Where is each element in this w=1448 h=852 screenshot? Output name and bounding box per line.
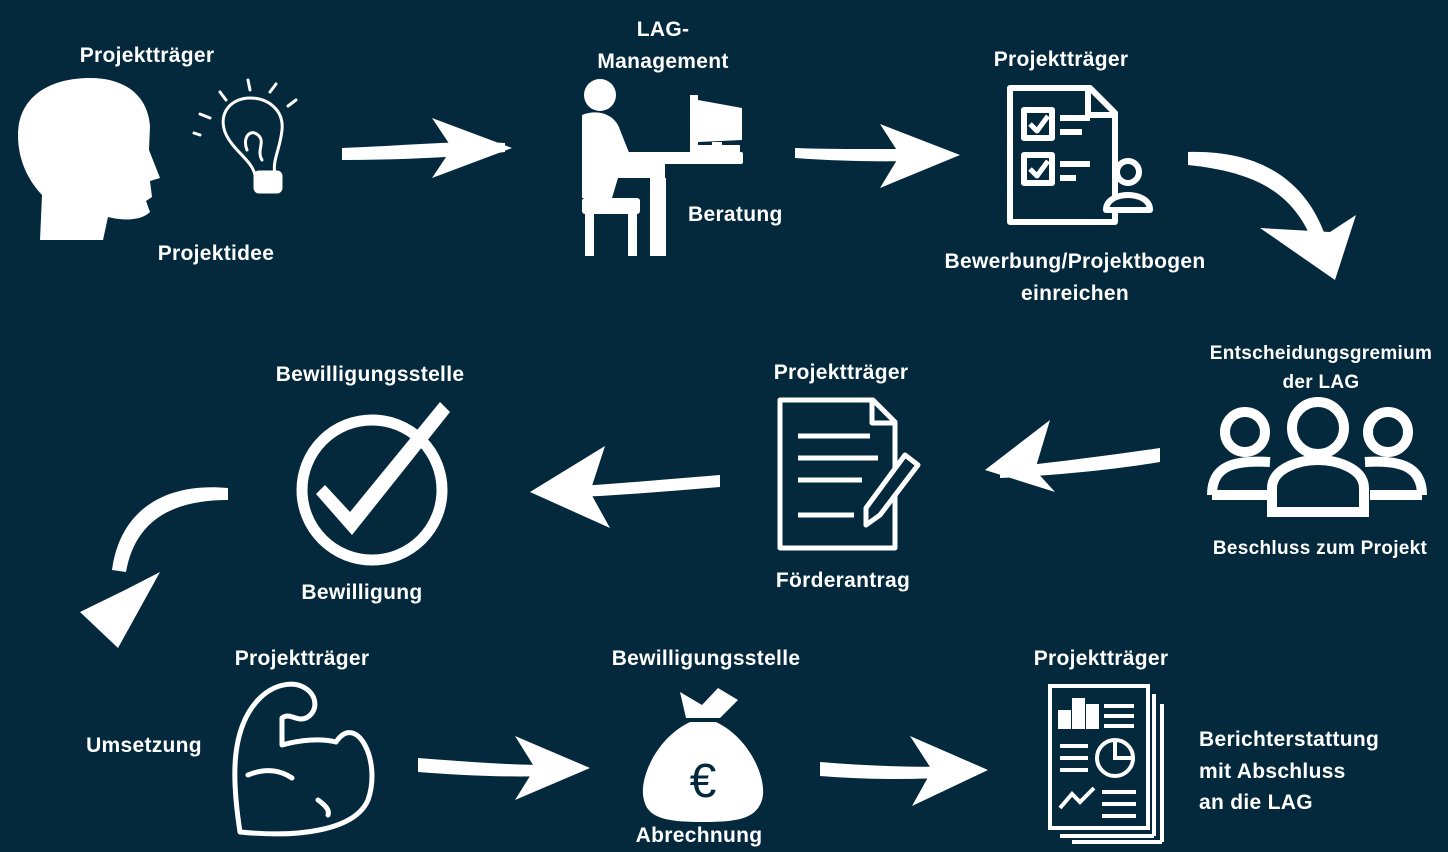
step5-label: Förderantrag xyxy=(775,569,911,592)
lightbulb-icon xyxy=(192,78,298,194)
step4-label: Beschluss zum Projekt xyxy=(1212,538,1428,559)
arrow-curve-down-2 xyxy=(80,487,228,648)
report-documents-icon xyxy=(1048,684,1164,844)
person-at-computer-icon xyxy=(582,79,743,256)
step3-label: Bewerbung/Projektbogen einreichen xyxy=(944,250,1206,305)
step4-actor: Entscheidungsgremium der LAG xyxy=(1209,343,1433,393)
step2-label: Beratung xyxy=(688,203,783,226)
step5-actor: Projektträger xyxy=(773,361,909,384)
step9-actor: Projektträger xyxy=(1033,647,1169,670)
step1-actor: Projektträger xyxy=(79,44,215,67)
euro-symbol: € xyxy=(690,755,717,808)
arrow-curve-down-1 xyxy=(1188,151,1356,280)
step2-actor: LAG- Management xyxy=(597,18,729,73)
step3-actor: Projektträger xyxy=(993,48,1129,71)
check-circle-icon xyxy=(296,402,450,566)
group-of-people-icon xyxy=(1207,397,1427,517)
step6-actor: Bewilligungsstelle xyxy=(275,363,465,386)
arrow-left-2 xyxy=(530,446,720,528)
arrow-left-1 xyxy=(985,420,1160,492)
step8-actor: Bewilligungsstelle xyxy=(611,647,801,670)
arrow-right-2 xyxy=(795,124,960,188)
head-silhouette-icon xyxy=(18,78,160,240)
step6-label: Bewilligung xyxy=(301,581,423,604)
arrow-right-3 xyxy=(418,736,590,800)
document-with-pen-icon xyxy=(777,397,921,551)
step8-label: Abrechnung xyxy=(635,824,763,847)
step1-label: Projektidee xyxy=(157,242,275,265)
step7-label: Umsetzung xyxy=(86,734,202,757)
flexed-arm-icon xyxy=(232,681,375,837)
arrow-right-4 xyxy=(820,736,988,806)
arrow-right-1 xyxy=(342,118,512,178)
step7-actor: Projektträger xyxy=(234,647,370,670)
euro-money-bag-icon: € xyxy=(642,688,764,822)
step9-label: Berichterstattung mit Abschluss an die L… xyxy=(1199,728,1380,814)
checklist-document-icon xyxy=(1007,85,1153,225)
